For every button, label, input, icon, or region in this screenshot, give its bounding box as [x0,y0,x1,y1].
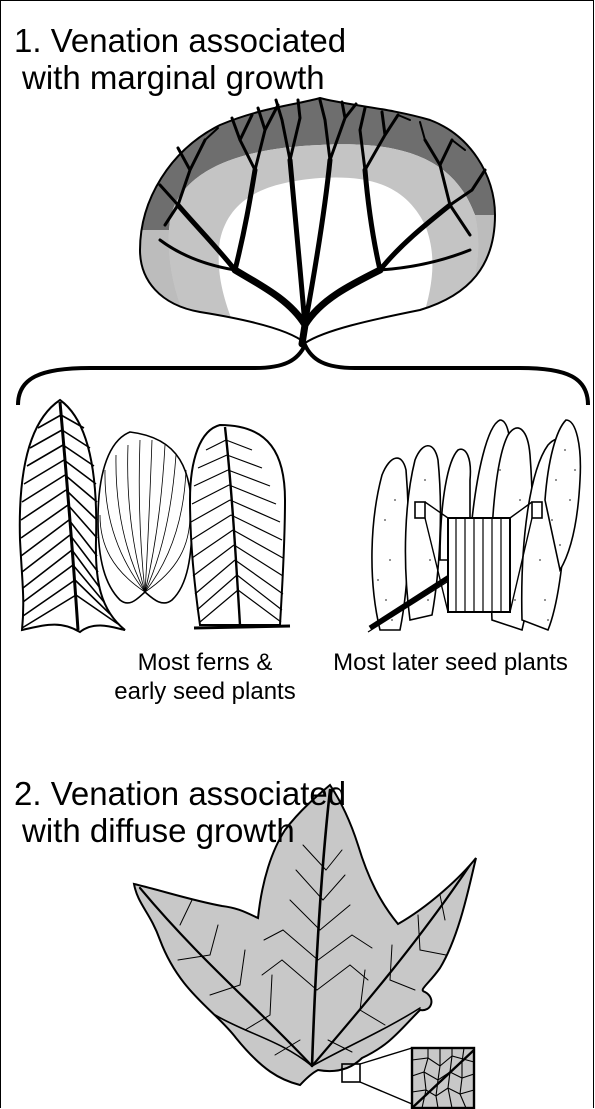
fern-leaf-2-outline [98,432,192,603]
section-2-title: 2. Venation associated with diffuse grow… [14,775,346,849]
caption-ferns-early-seed-plants: Most ferns & early seed plants [75,648,335,706]
fern-leaf-oblong [190,425,290,628]
magnify-box-left [415,502,425,518]
section-2-title-line-2: with diffuse growth [14,812,346,849]
caption-later-seed-plants: Most later seed plants [308,648,593,677]
grouping-brace [18,345,588,405]
caption-left-line-1: Most ferns & [75,648,335,677]
seed-plant-leaves-parallel [368,420,580,632]
fan-leaf-marginal-growth [120,80,520,350]
fern-leaf-fan [98,432,192,603]
fern-leaf-3-base [194,626,290,628]
reticulate-inset-connectors [360,1048,412,1104]
magnify-box-right [532,502,542,518]
section-2-title-line-1: 2. Venation associated [14,775,346,812]
caption-left-line-2: early seed plants [75,677,335,706]
